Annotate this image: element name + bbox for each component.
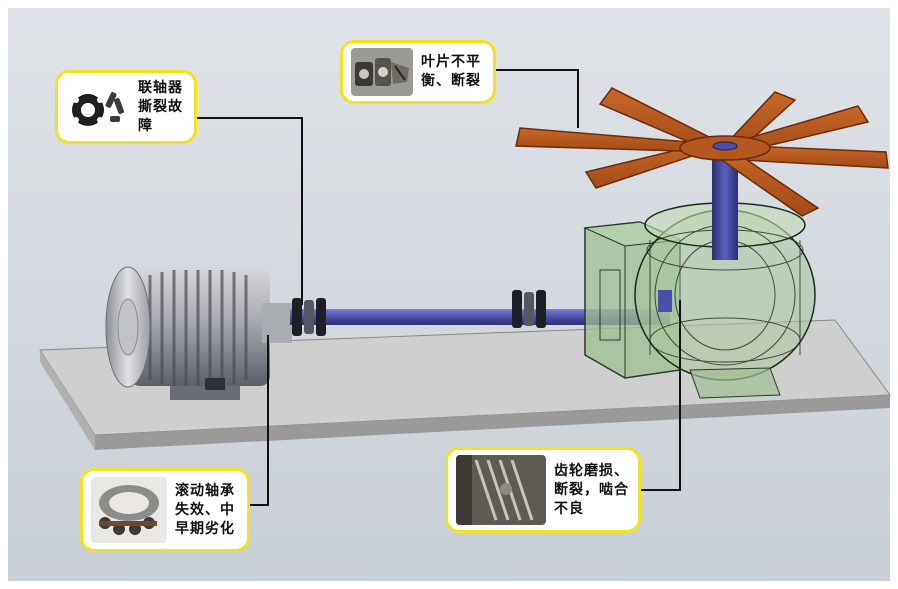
- coupling-left: [292, 298, 326, 336]
- callout-blade-fault: 叶片不平 衡、断裂: [340, 40, 496, 104]
- callout-bearing-label: 滚动轴承 失效、中 早期劣化: [175, 482, 235, 537]
- callout-gear-label: 齿轮磨损、 断裂，啮合 不良: [554, 462, 629, 517]
- callout-coupling-fault: 联轴器 撕裂故 障: [55, 70, 197, 144]
- callout-bearing-fault: 滚动轴承 失效、中 早期劣化: [80, 468, 250, 552]
- coupling-parts-photo-icon: [66, 78, 130, 136]
- callout-gear-fault: 齿轮磨损、 断裂，啮合 不良: [445, 447, 641, 533]
- motor: [105, 266, 292, 400]
- callout-blade-label: 叶片不平 衡、断裂: [421, 54, 481, 89]
- callout-coupling-label: 联轴器 撕裂故 障: [138, 79, 183, 134]
- worn-gear-photo-icon: [456, 455, 546, 525]
- leader-line-bearing: [250, 335, 269, 506]
- drive-shaft: [290, 309, 670, 325]
- bearing-photo-icon: [91, 477, 167, 543]
- leader-line-gear: [640, 300, 681, 491]
- fan-rotor: [515, 87, 889, 217]
- leader-line-coupling: [197, 117, 303, 305]
- coupling-right: [512, 290, 546, 328]
- leader-line-blade: [493, 69, 579, 128]
- broken-blade-photo-icon: [351, 48, 413, 96]
- leader-lines: [197, 69, 681, 506]
